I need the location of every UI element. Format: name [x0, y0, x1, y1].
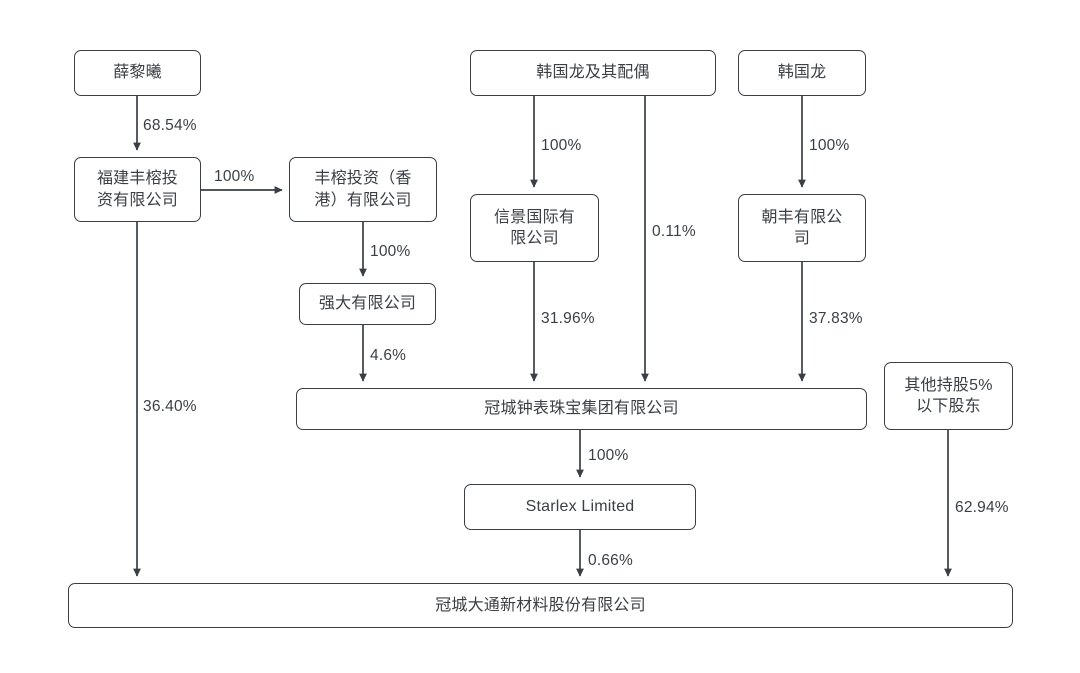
node-label: 强大有限公司 [318, 295, 417, 313]
node-label: Starlex Limited [525, 498, 635, 516]
node-xinjing-international[interactable]: 信景国际有 限公司 [470, 194, 599, 262]
node-other-holders-below-5pct[interactable]: 其他持股5% 以下股东 [884, 362, 1013, 430]
node-chaofeng-limited[interactable]: 朝丰有限公 司 [738, 194, 866, 262]
node-han-guolong-and-spouse[interactable]: 韩国龙及其配偶 [470, 50, 716, 96]
node-label: 冠城大通新材料股份有限公司 [435, 596, 646, 614]
edge-label-hanGuolong-chaofeng: 100% [809, 137, 850, 154]
edge-label-chaofeng-guanchengGroup: 37.83% [809, 310, 863, 327]
node-label: 薛黎曦 [113, 64, 162, 82]
edge-label-qiangda-guanchengGroup: 4.6% [370, 347, 407, 364]
edge-label-xueliXi-fujianFengrong: 68.54% [143, 117, 197, 134]
node-label: 信景国际有 限公司 [493, 208, 575, 247]
node-fengrong-investment-hk[interactable]: 丰榕投资（香 港）有限公司 [289, 157, 437, 222]
node-guancheng-datong-new-materials[interactable]: 冠城大通新材料股份有限公司 [68, 583, 1013, 628]
node-han-guolong[interactable]: 韩国龙 [738, 50, 866, 96]
edge-label-hanGuolongSpouse-xinjing: 100% [541, 137, 582, 154]
node-fujian-fengrong-investment[interactable]: 福建丰榕投 资有限公司 [74, 157, 201, 222]
node-label: 韩国龙及其配偶 [536, 64, 650, 82]
edge-label-otherHolders-guanchengDatong: 62.94% [955, 499, 1009, 516]
node-xueli-xi[interactable]: 薛黎曦 [74, 50, 201, 96]
edge-label-fengrongHK-qiangda: 100% [370, 243, 411, 260]
edge-label-fujianFengrong-guanchengDatong: 36.40% [143, 398, 197, 415]
node-label: 其他持股5% 以下股东 [904, 376, 993, 415]
node-label: 冠城钟表珠宝集团有限公司 [484, 400, 679, 418]
node-label: 韩国龙 [777, 64, 827, 82]
edge-label-hanGuolongSpouse-guanchengGroup: 0.11% [652, 223, 696, 240]
node-qiangda-limited[interactable]: 强大有限公司 [299, 283, 436, 325]
node-label: 朝丰有限公 司 [761, 208, 843, 247]
node-starlex-limited[interactable]: Starlex Limited [464, 484, 696, 530]
node-label: 福建丰榕投 资有限公司 [96, 170, 178, 209]
node-guancheng-watch-jewelry-group[interactable]: 冠城钟表珠宝集团有限公司 [296, 388, 867, 430]
edge-label-starlex-guanchengDatong: 0.66% [588, 552, 633, 569]
edge-label-guanchengGroup-starlex: 100% [588, 447, 629, 464]
node-label: 丰榕投资（香 港）有限公司 [314, 170, 412, 209]
edge-label-xinjing-guanchengGroup: 31.96% [541, 310, 595, 327]
edge-label-fujianFengrong-fengrongHK: 100% [214, 168, 255, 185]
